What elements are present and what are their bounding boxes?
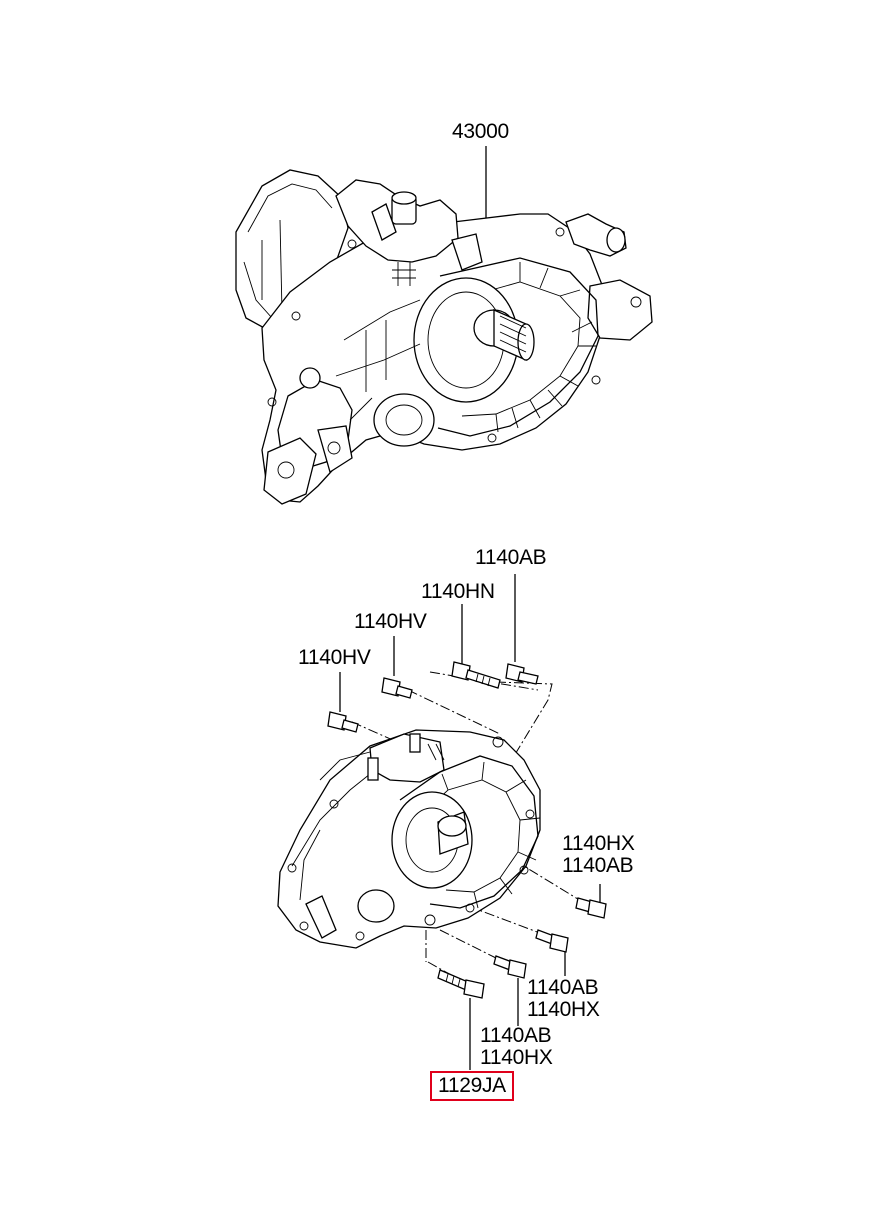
bolt-1140HV-lower — [327, 711, 359, 733]
label-1140HV-lower[interactable]: 1140HV — [298, 646, 371, 669]
bolt-1140AB-top — [505, 663, 539, 685]
bolt-1140HN — [451, 661, 501, 689]
bolt-1140HV-upper — [381, 677, 413, 699]
label-1140AB-right[interactable]: 1140AB — [562, 854, 634, 877]
label-1140AB-top[interactable]: 1140AB — [475, 546, 547, 569]
bolt-1140AB-mid — [535, 929, 569, 953]
bolt-1140AB-lower — [493, 955, 527, 979]
bolt-1140HX-right — [575, 897, 607, 919]
label-1140HN[interactable]: 1140HN — [421, 580, 495, 603]
label-1140HX-right[interactable]: 1140HX — [562, 832, 635, 855]
label-43000[interactable]: 43000 — [452, 120, 509, 143]
label-1140AB-mid[interactable]: 1140AB — [527, 976, 599, 999]
transaxle-assembly-illustration — [235, 146, 653, 505]
case-bolts-illustration — [277, 574, 607, 1070]
label-1140HX-mid[interactable]: 1140HX — [527, 998, 600, 1021]
label-1140AB-bottom[interactable]: 1140AB — [480, 1024, 552, 1047]
label-1140HV-upper[interactable]: 1140HV — [354, 610, 427, 633]
label-1129JA-highlighted[interactable]: 1129JA — [430, 1071, 514, 1101]
label-1140HX-bottom[interactable]: 1140HX — [480, 1046, 553, 1069]
bolt-1129JA — [437, 969, 485, 999]
